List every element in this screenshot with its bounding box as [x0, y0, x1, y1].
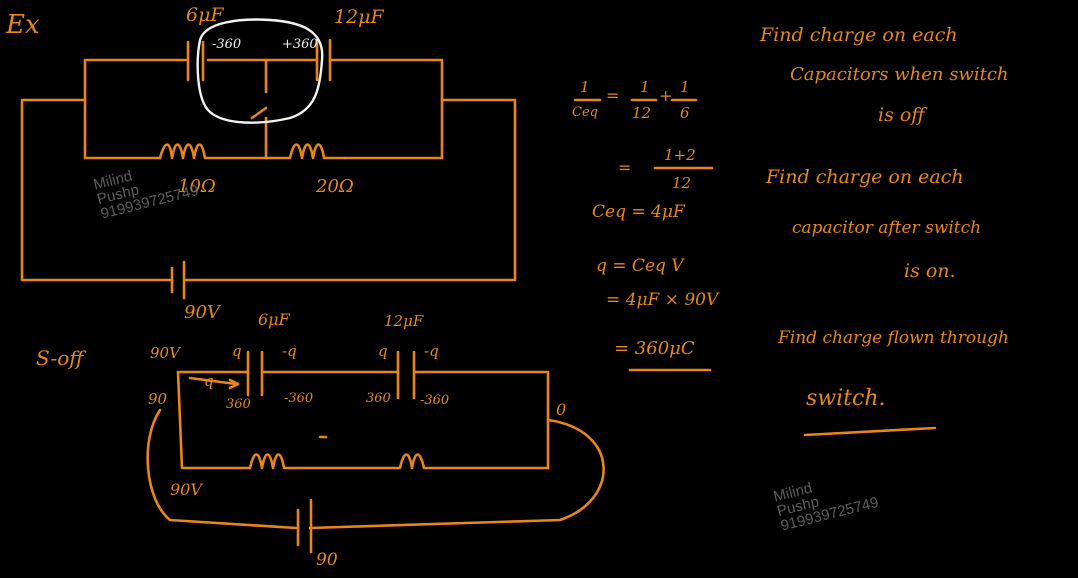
- top-cap-12uf: [315, 38, 332, 82]
- top-battery-label: 90V: [184, 302, 220, 323]
- node-left-mid: 90: [148, 390, 168, 408]
- eq4: q = Ceq V: [596, 256, 684, 276]
- eq5: = 4μF × 90V: [606, 290, 719, 310]
- eq1-equals: =: [606, 86, 620, 105]
- bottom-cap-12uf: [396, 350, 416, 400]
- top-battery: [170, 260, 186, 300]
- bottom-title: S-off: [36, 346, 84, 370]
- charge-3: 360: [366, 391, 391, 406]
- top-outer-loop: [20, 98, 517, 282]
- bottom-resistors: [248, 453, 550, 470]
- arrow-q-label: q: [204, 372, 214, 390]
- top-resistor-10: [158, 143, 268, 160]
- eq1-plus: +: [659, 86, 673, 105]
- eq1-t2-num: 1: [680, 78, 690, 96]
- top-branch-wire: [83, 58, 444, 160]
- charge-2: -360: [284, 391, 314, 406]
- charge-1: 360: [226, 397, 251, 412]
- heading-ex: Ex: [6, 10, 40, 40]
- charge-4: -360: [420, 393, 450, 408]
- top-cap1-label: 6μF: [186, 4, 224, 26]
- eq1-lhs-den: Ceq: [572, 105, 598, 120]
- eq6: = 360μC: [614, 338, 695, 359]
- eq3: Ceq = 4μF: [592, 202, 685, 222]
- q1-line1: Find charge on each: [760, 24, 958, 46]
- top-cap-6uf: [186, 40, 205, 82]
- bottom-cap-6uf: [246, 350, 264, 397]
- top-cap1-charge: -360: [212, 37, 242, 52]
- bottom-top-wire: [176, 370, 550, 470]
- top-switch: [250, 58, 268, 160]
- q1-line2: Capacitors when switch: [790, 64, 1009, 85]
- plate-q-1: q: [232, 342, 242, 360]
- plate-q-4: -q: [424, 342, 439, 360]
- eq1-t2-den: 6: [680, 104, 690, 122]
- q2-line1: Find charge on each: [766, 166, 964, 188]
- eq2-equals: =: [618, 158, 632, 177]
- eq2-den: 12: [672, 174, 692, 192]
- node-left-bottom: 90V: [170, 480, 202, 499]
- plate-q-2: -q: [282, 342, 297, 360]
- q2-line2: capacitor after switch: [792, 218, 982, 238]
- eq1-lhs-num: 1: [580, 78, 590, 96]
- top-cap2-charge: +360: [282, 37, 318, 52]
- bottom-battery: [296, 498, 313, 554]
- bottom-outer-loop: [146, 408, 605, 530]
- top-cap2-label: 12μF: [334, 6, 384, 28]
- q3-line1: Find charge flown through: [778, 328, 1009, 348]
- node-left-top: 90V: [150, 344, 180, 362]
- q1-line3: is off: [878, 104, 925, 126]
- top-r2-label: 20Ω: [316, 176, 354, 197]
- underline-switch: [803, 426, 937, 437]
- bottom-cap2-label: 12μF: [384, 312, 424, 330]
- node-right: 0: [556, 400, 567, 419]
- bottom-battery-label: 90: [316, 550, 338, 570]
- plate-q-3: q: [378, 342, 388, 360]
- charge-arrow: [188, 376, 240, 390]
- bottom-cap1-label: 6μF: [258, 310, 290, 329]
- q3-line2: switch.: [806, 386, 886, 411]
- eq1-t1-num: 1: [640, 78, 650, 96]
- bottom-left-wire: [176, 370, 252, 470]
- q2-line3: is on.: [904, 260, 956, 282]
- eq1-t1-den: 12: [632, 104, 652, 122]
- selection-loop: [196, 18, 324, 124]
- eq2-num: 1+2: [664, 146, 696, 164]
- top-resistor-20: [264, 143, 347, 160]
- top-r1-label: 10Ω: [178, 176, 216, 197]
